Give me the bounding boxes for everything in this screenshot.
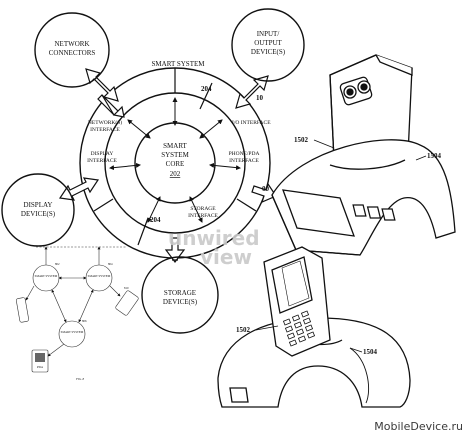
fig8-pda bbox=[31, 349, 49, 373]
io-devices-circle bbox=[231, 8, 305, 82]
fig8-node-1-label: SMART SYSTEM bbox=[35, 274, 58, 278]
network-interface-line1: NETWORK(S) bbox=[88, 119, 122, 126]
smart-system-labels: SMART SYSTEM 204 204 SMART SYSTEM CORE 2… bbox=[21, 30, 286, 306]
storage-devices-line2: DEVICE(S) bbox=[163, 298, 198, 306]
dock-bottom-figure bbox=[217, 246, 411, 408]
phone-interface-line1: PHONE/PDA bbox=[229, 151, 260, 157]
network-connectors-line2: CONNECTORS bbox=[49, 49, 96, 57]
dock-top-display bbox=[282, 189, 355, 237]
phone-keypad bbox=[282, 310, 316, 347]
fig8-phone-left bbox=[15, 297, 29, 323]
storage-devices-line1: STORAGE bbox=[164, 289, 196, 297]
fig8-caption: FIG. 8 bbox=[75, 377, 84, 381]
core-arrows bbox=[109, 97, 241, 223]
network-connectors-circle bbox=[34, 12, 110, 88]
storage-interface-line2: INTERFACE bbox=[188, 213, 218, 219]
fig8-node-2-label: SMART SYSTEM bbox=[88, 274, 111, 278]
network-interface-line2: INTERFACE bbox=[90, 127, 120, 133]
core-label-1: SMART bbox=[163, 142, 187, 150]
ref-1502-bottom: 1502 bbox=[236, 326, 251, 334]
dock-top-labels: 1502 1504 00 bbox=[262, 136, 442, 193]
ref-1502-top: 1502 bbox=[294, 136, 309, 144]
fig8-labels: SMART SYSTEM SMART SYSTEM SMART SYSTEM 8… bbox=[35, 262, 129, 381]
fig8-node-3 bbox=[58, 320, 86, 348]
diagram-title: SMART SYSTEM bbox=[152, 60, 206, 68]
phone-screen-bottom bbox=[271, 256, 313, 314]
display-devices-circle bbox=[1, 173, 75, 247]
watermark: unwired view bbox=[168, 226, 260, 269]
io-devices-line1: INPUT/ bbox=[257, 30, 280, 38]
dock-top-figure bbox=[271, 54, 456, 256]
fig8-ref-804: 804 bbox=[108, 262, 113, 266]
site-credit: MobileDevice.ru bbox=[374, 420, 463, 433]
ring-ref-bottom: 204 bbox=[150, 216, 161, 224]
segment-dividers bbox=[93, 68, 257, 246]
io-interface-label: I/O INTERFACE bbox=[232, 120, 271, 126]
ref-1504-bottom: 1504 bbox=[363, 348, 378, 356]
watermark-line2: view bbox=[200, 245, 252, 269]
phone-interface-line2: INTERFACE bbox=[229, 158, 259, 164]
ring-ref-top: 204 bbox=[201, 85, 212, 93]
io-devices-line3: DEVICE(S) bbox=[251, 48, 286, 56]
display-interface-line1: DISPLAY bbox=[91, 151, 114, 157]
display-interface-line2: INTERFACE bbox=[87, 158, 117, 164]
display-devices-line1: DISPLAY bbox=[24, 201, 53, 209]
core-ref: 202 bbox=[170, 170, 181, 178]
io-devices-line2: OUTPUT bbox=[254, 39, 282, 47]
storage-devices-circle bbox=[141, 256, 219, 334]
core-label-3: CORE bbox=[166, 160, 185, 168]
network-connectors-line1: NETWORK bbox=[55, 40, 90, 48]
fig8-diagram bbox=[15, 246, 139, 373]
display-devices-line2: DEVICE(S) bbox=[21, 210, 56, 218]
fig8-ref-810: 810 bbox=[124, 286, 129, 290]
fig8-ref-802: 802 bbox=[55, 262, 60, 266]
storage-interface-line1: STORAGE bbox=[190, 206, 216, 212]
fig8-node-2 bbox=[85, 264, 113, 292]
ref-partial-top: 00 bbox=[262, 185, 270, 193]
dock-bottom-labels: 1502 1504 bbox=[236, 325, 378, 356]
ref-1504-top: 1504 bbox=[427, 152, 442, 160]
partial-ref-10: 10 bbox=[256, 94, 264, 102]
fig8-node-3-label: SMART SYSTEM bbox=[61, 330, 84, 334]
fig8-node-1 bbox=[32, 264, 60, 292]
fig8-pda-label: PDA bbox=[37, 365, 44, 369]
fig8-ref-806: 806 bbox=[82, 319, 87, 323]
core-label-2: SYSTEM bbox=[161, 151, 189, 159]
device-arrows bbox=[58, 68, 277, 263]
smart-system-diagram bbox=[1, 8, 305, 334]
fig8-phone-right bbox=[115, 290, 139, 316]
watermark-line1: unwired bbox=[168, 226, 260, 250]
